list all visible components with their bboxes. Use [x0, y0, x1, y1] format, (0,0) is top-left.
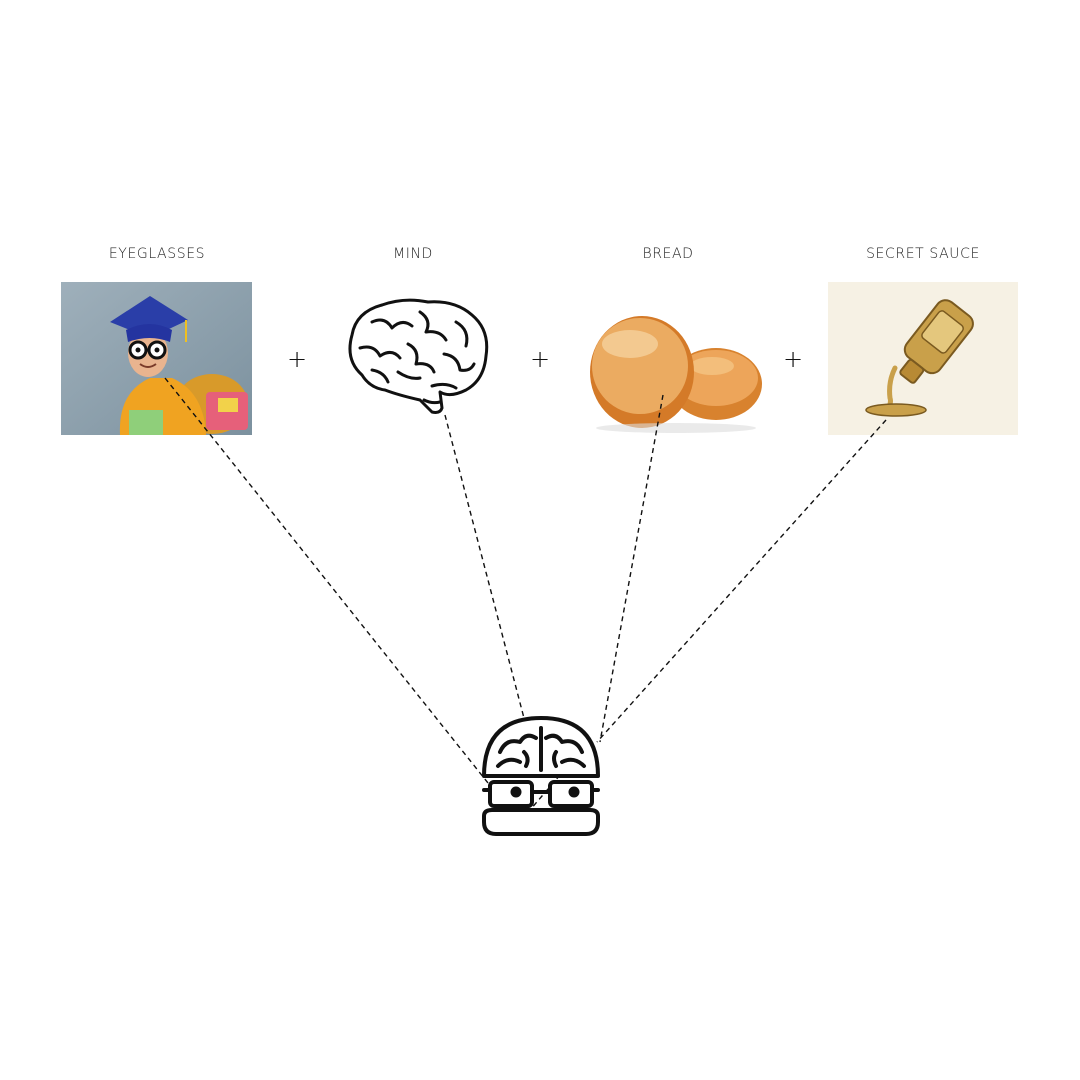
- plus-sign-3: +: [782, 345, 804, 373]
- connector-lines: [164, 377, 887, 811]
- brain-icon: [348, 298, 489, 414]
- label-mind: MIND: [393, 246, 433, 262]
- graduate-kid-photo: [61, 282, 252, 435]
- plus-sign-2: +: [529, 345, 551, 373]
- plus-sign-1: +: [286, 345, 308, 373]
- bread-buns-photo: [590, 316, 762, 433]
- connector-sauce: [596, 419, 887, 743]
- label-bread: BREAD: [642, 246, 694, 262]
- label-eyeglasses: EYEGLASSES: [108, 246, 206, 262]
- connector-inner: [529, 774, 561, 811]
- connector-mind: [444, 414, 526, 723]
- connector-bread: [599, 394, 664, 743]
- brain-burger-icon: [482, 716, 600, 836]
- sauce-bottle-icon: [828, 282, 1018, 435]
- label-secret-sauce: SECRET SAUCE: [866, 246, 980, 262]
- connector-eyeglasses: [164, 377, 489, 784]
